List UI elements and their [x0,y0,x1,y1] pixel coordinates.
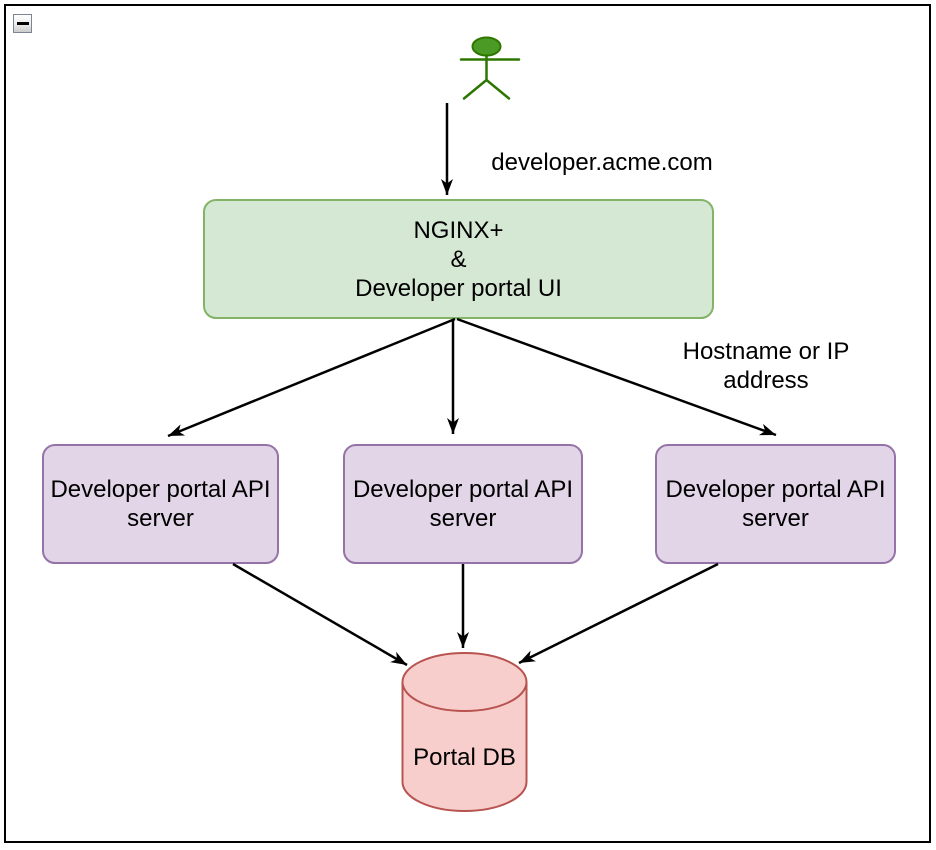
edge-api-left-to-db[interactable] [232,562,408,667]
api-server-node-left[interactable] [42,444,279,564]
developer-actor[interactable] [459,36,521,100]
api-server-label-left: Developer portal API server [50,476,271,532]
database-node[interactable] [401,652,528,812]
gateway-node[interactable] [203,199,714,319]
api-server-node-middle[interactable] [343,444,583,564]
gateway-label: NGINX+ & Developer portal UI [355,216,562,302]
edge-gateway-to-api-right[interactable] [456,317,777,437]
api-server-node-right[interactable] [655,444,896,564]
api-server-label-right: Developer portal API server [665,476,886,532]
actor-head [471,36,502,57]
edge-label-hostname: Hostname or IP address [682,338,850,394]
edge-label-domain: developer.acme.com [491,149,713,176]
edge-gateway-to-api-left[interactable] [167,317,456,438]
api-server-label-middle: Developer portal API server [352,476,574,532]
collapse-button[interactable] [13,14,32,33]
database-cylinder-body[interactable] [401,682,528,812]
actor-body [459,54,521,100]
edge-api-right-to-db[interactable] [518,562,719,665]
database-label: Portal DB [413,743,516,771]
group-frame [4,4,931,843]
database-cylinder-top[interactable] [401,652,528,712]
minus-icon [16,21,29,26]
